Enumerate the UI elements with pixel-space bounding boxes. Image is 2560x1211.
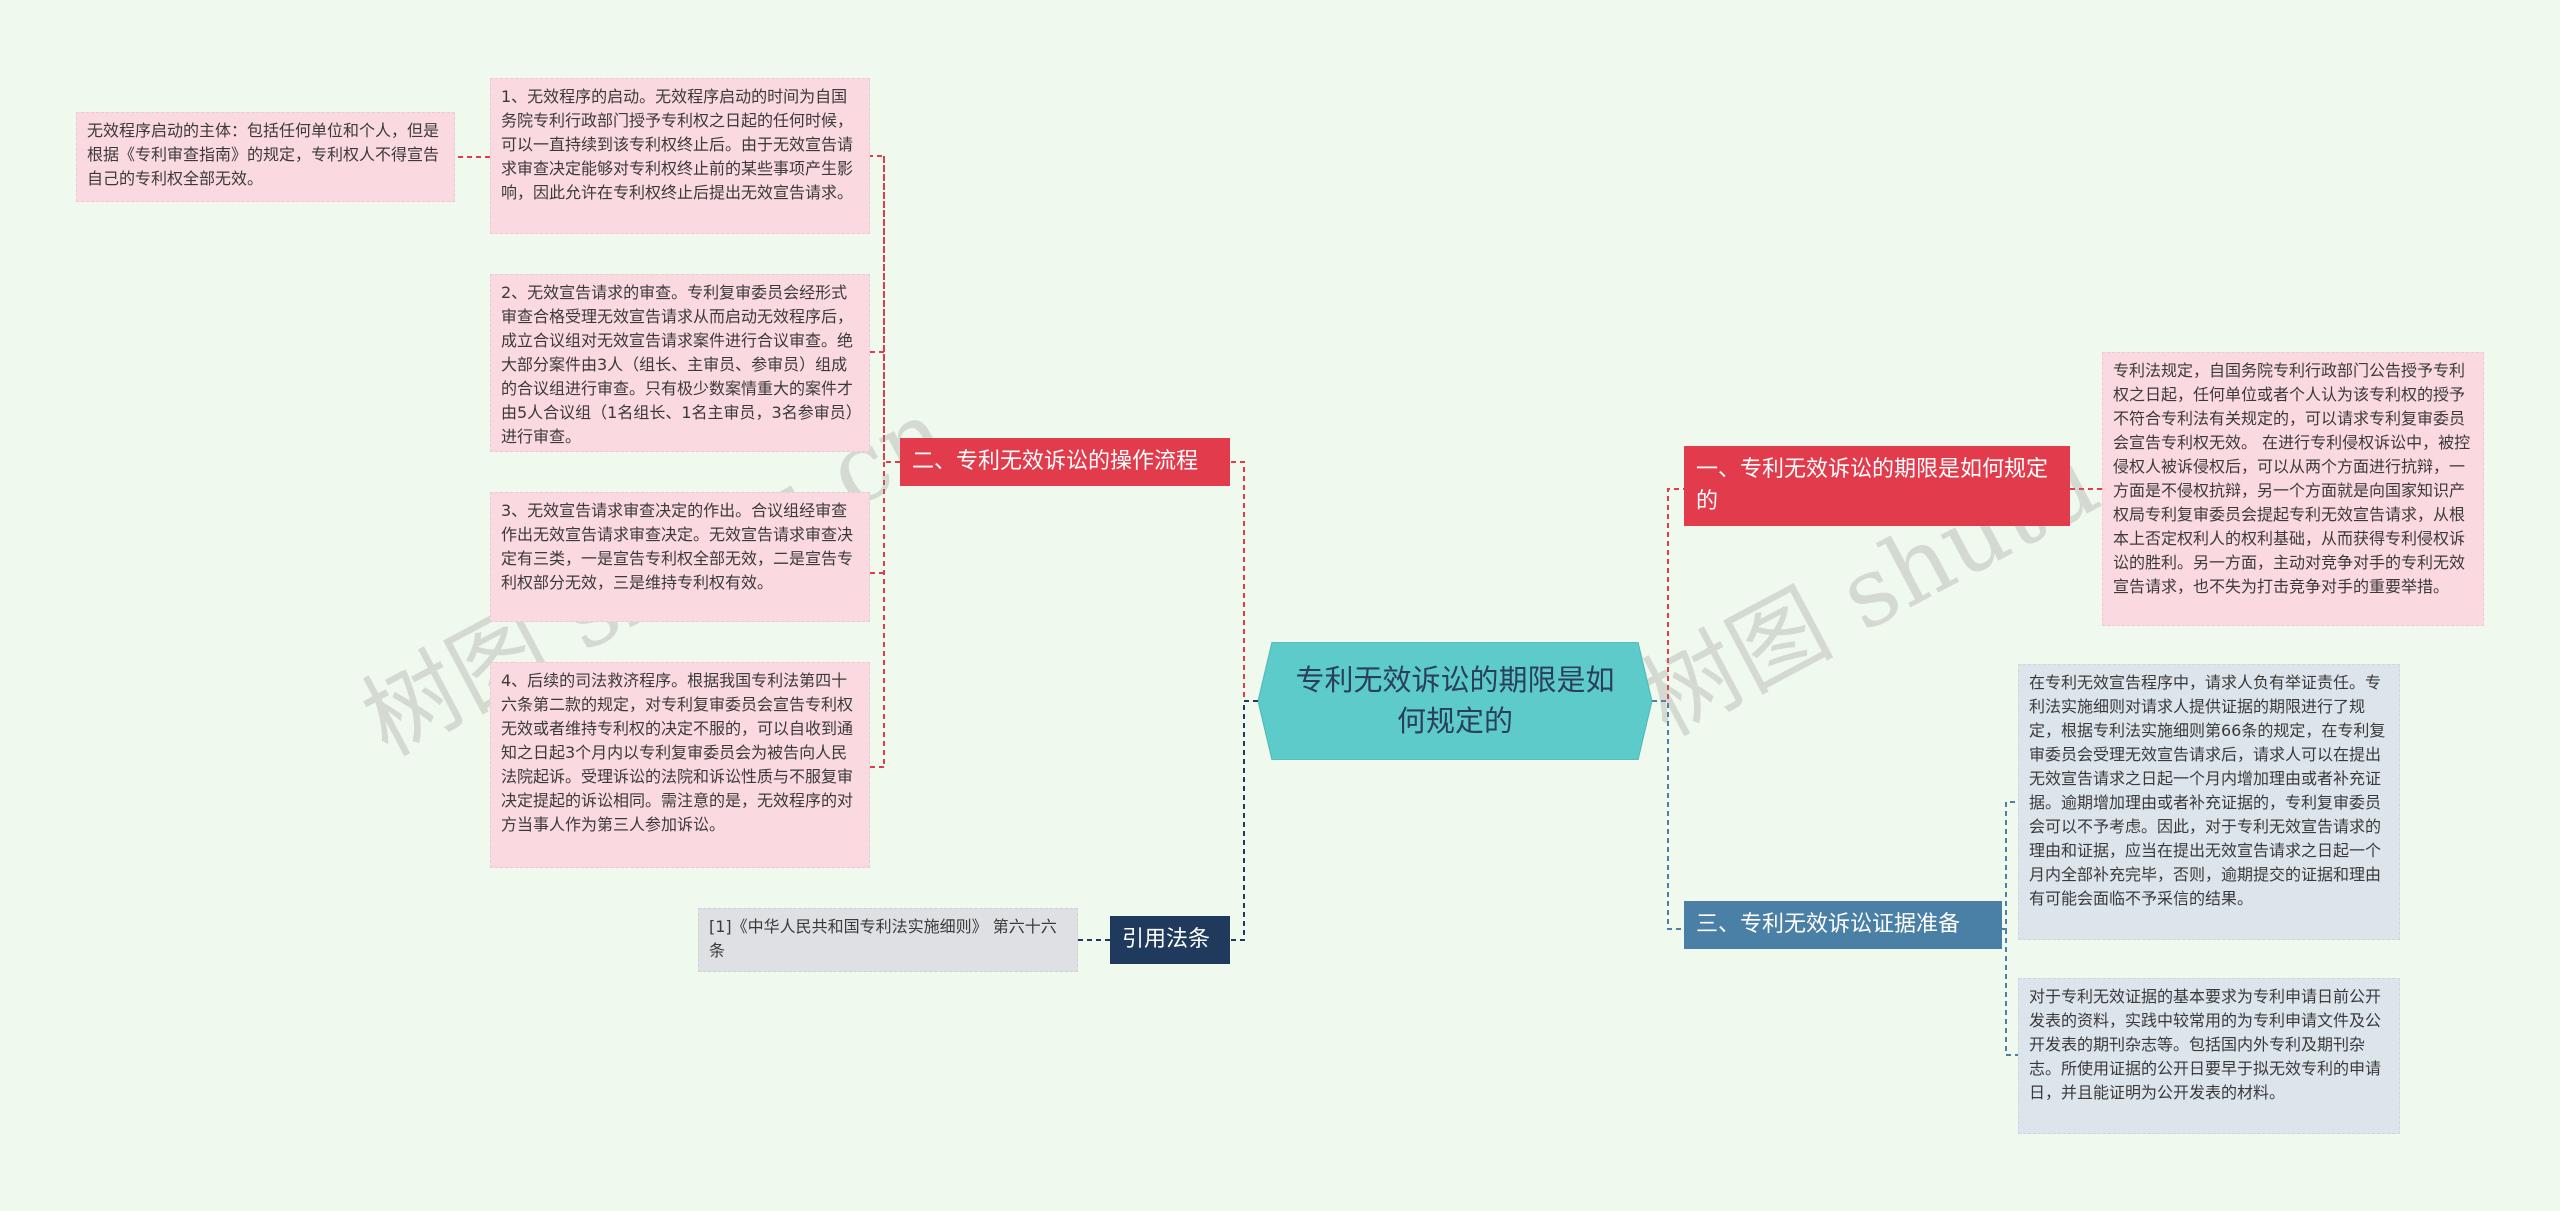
central-topic-shape bbox=[1258, 642, 1652, 760]
link-center-b1 bbox=[1652, 488, 1684, 702]
branch-cited-law[interactable]: 引用法条 bbox=[1110, 916, 1230, 964]
branch-evidence-preparation[interactable]: 三、专利无效诉讼证据准备 bbox=[1684, 901, 2002, 949]
link-b2-leaves bbox=[870, 155, 900, 768]
process-leaf-3[interactable]: 3、无效宣告请求审查决定的作出。合议组经审查作出无效宣告请求审查决定。无效宣告请… bbox=[490, 492, 870, 622]
branch-operation-process[interactable]: 二、专利无效诉讼的操作流程 bbox=[900, 438, 1230, 486]
process-leaf-2[interactable]: 2、无效宣告请求的审查。专利复审委员会经形式审查合格受理无效宣告请求从而启动无效… bbox=[490, 274, 870, 452]
central-topic[interactable]: 专利无效诉讼的期限是如何规定的 bbox=[1258, 642, 1652, 760]
link-center-b3 bbox=[1652, 700, 1684, 930]
process-leaf-4[interactable]: 4、后续的司法救济程序。根据我国专利法第四十六条第二款的规定，对专利复审委员会宣… bbox=[490, 662, 870, 868]
evidence-leaf-2[interactable]: 对于专利无效证据的基本要求为专利申请日前公开发表的资料，实践中较常用的为专利申请… bbox=[2018, 978, 2400, 1134]
link-center-b2 bbox=[1230, 461, 1258, 702]
branch-time-limit[interactable]: 一、专利无效诉讼的期限是如何规定的 bbox=[1684, 446, 2070, 526]
process-leaf-1[interactable]: 1、无效程序的启动。无效程序启动的时间为自国务院专利行政部门授予专利权之日起的任… bbox=[490, 78, 870, 234]
cited-law-leaf[interactable]: [1]《中华人民共和国专利法实施细则》 第六十六条 bbox=[698, 908, 1078, 972]
time-limit-leaf[interactable]: 专利法规定，自国务院专利行政部门公告授予专利权之日起，任何单位或者个人认为该专利… bbox=[2102, 352, 2484, 626]
link-center-b4 bbox=[1230, 700, 1258, 941]
process-subleaf-initiator[interactable]: 无效程序启动的主体：包括任何单位和个人，但是根据《专利审查指南》的规定，专利权人… bbox=[76, 112, 455, 202]
link-b3-leaves bbox=[2002, 801, 2018, 1056]
central-topic-title: 专利无效诉讼的期限是如何规定的 bbox=[1295, 663, 1615, 738]
evidence-leaf-1[interactable]: 在专利无效宣告程序中，请求人负有举证责任。专利法实施细则对请求人提供证据的期限进… bbox=[2018, 664, 2400, 940]
